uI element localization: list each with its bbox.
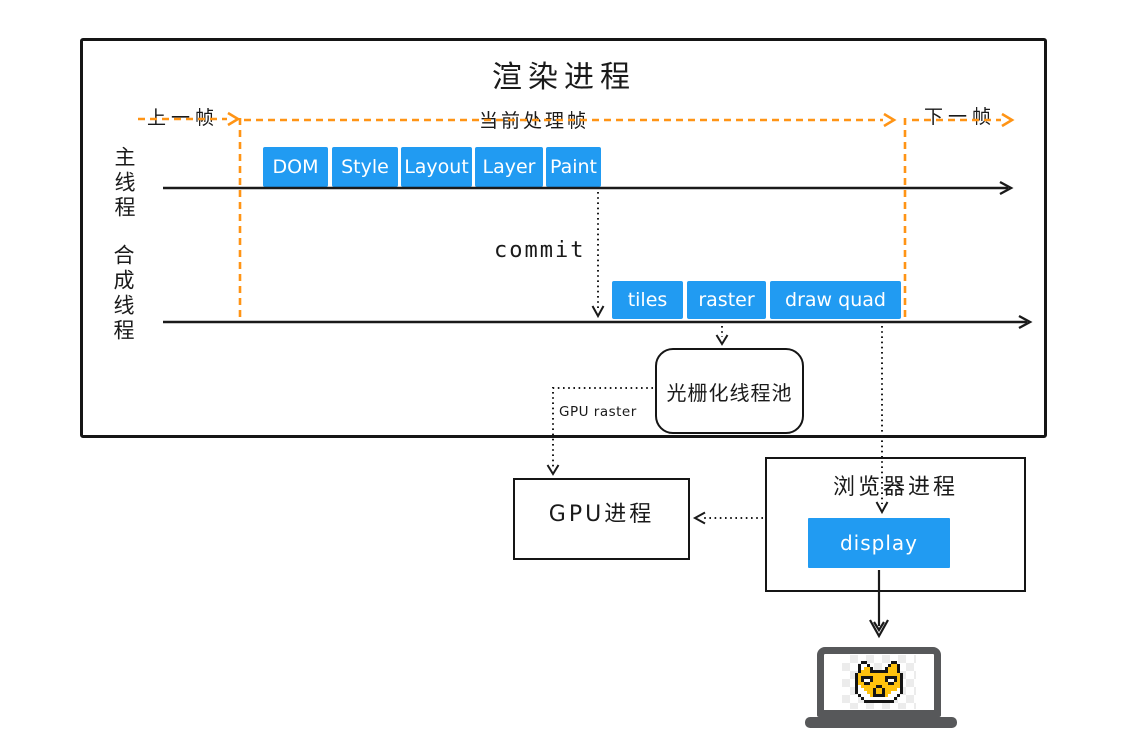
stage-tiles: tiles [612,281,683,319]
stage-style: Style [332,147,398,187]
current-frame-label: 当前处理帧 [479,110,590,132]
stage-draw-quad: draw quad [770,281,901,319]
display-box: display [808,518,950,568]
stage-raster: raster [687,281,766,319]
browser-to-gpu-arrowhead [692,511,706,525]
compositor-thread-label: 合成线程 [111,244,135,344]
stage-layer: Layer [475,147,543,187]
pool-to-gpu-arrowhead [546,464,560,476]
commit-label: commit [494,238,586,263]
gpu-process-label: GPU进程 [548,502,655,527]
display-label: display [839,531,918,555]
next-frame-label: 下一帧 [924,106,997,128]
stage-layout: Layout [401,147,472,187]
laptop-base [805,717,957,728]
render-process-title: 渲染进程 [492,60,636,95]
stage-dom: DOM [263,147,328,187]
laptop-icon [817,647,941,717]
display-to-laptop-arrowhead [869,619,889,639]
raster-thread-pool-label: 光栅化线程池 [666,380,793,405]
shiba-dog-icon [855,661,903,703]
gpu-raster-label: GPU raster [559,404,637,420]
gpu-process-box: GPU进程 [513,478,690,560]
raster-thread-pool-box: 光栅化线程池 [655,348,804,434]
main-thread-label: 主线程 [112,146,136,221]
stage-paint: Paint [546,147,601,187]
browser-process-label: 浏览器进程 [832,475,958,500]
prev-frame-label: 上一帧 [147,107,220,129]
shiba-checker-backdrop [842,655,916,709]
